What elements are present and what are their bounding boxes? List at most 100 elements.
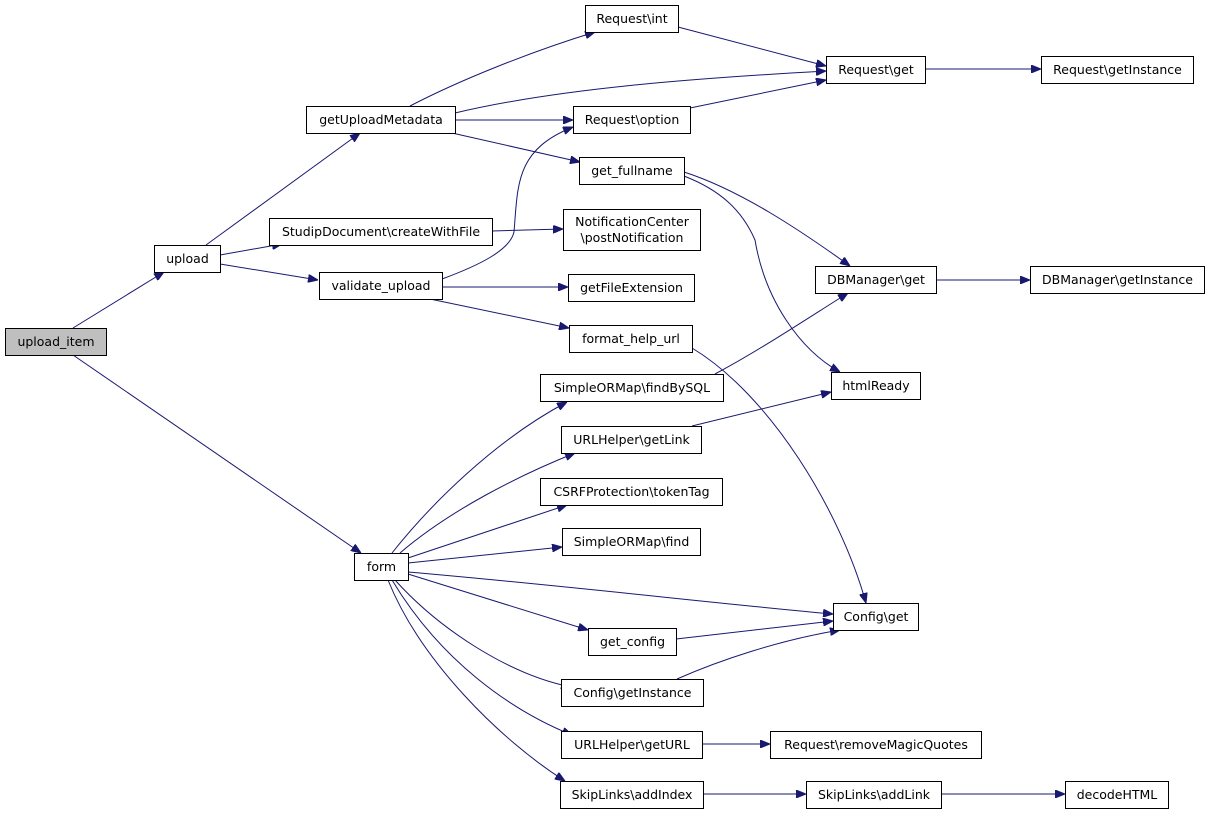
node-sorm-find[interactable]: SimpleORMap\find — [562, 528, 701, 556]
node-box — [560, 781, 704, 809]
node-label: Request\option — [585, 112, 680, 127]
edge-getUploadMetadata-to-get_fullname — [451, 132, 580, 162]
edge-validate_upload-to-request_option — [441, 127, 573, 280]
node-box — [588, 628, 677, 656]
edge-path — [689, 80, 826, 109]
edge-path — [407, 505, 567, 559]
edge-findBySQL-to-dbmanager_get — [714, 293, 848, 375]
node-label: \postNotification — [581, 230, 684, 245]
node-label: get_fullname — [591, 163, 673, 178]
edge-getLink-to-htmlReady — [691, 392, 831, 427]
edge-form-to-config_getInstance — [394, 579, 571, 687]
edge-path — [451, 132, 580, 162]
node-tokentag[interactable]: CSRFProtection\tokenTag — [540, 478, 723, 506]
edge-path — [714, 293, 848, 375]
edge-path — [205, 133, 360, 246]
edge-form-to-findBySQL — [391, 402, 567, 554]
node-box — [154, 245, 221, 273]
node-request-option[interactable]: Request\option — [573, 106, 691, 134]
node-dbmanager-get[interactable]: DBManager\get — [815, 266, 937, 294]
node-get-config[interactable]: get_config — [588, 628, 677, 656]
node-box — [579, 157, 685, 185]
edge-form-to-get_config — [407, 573, 588, 630]
node-htmlready[interactable]: htmlReady — [831, 372, 921, 400]
node-label: upload — [166, 251, 209, 266]
node-label: URLHelper\getURL — [574, 737, 690, 752]
node-box — [563, 209, 701, 251]
edge-path — [407, 571, 833, 614]
node-decodehtml[interactable]: decodeHTML — [1065, 781, 1169, 809]
edge-form-to-getURL — [391, 579, 572, 735]
edge-form-to-getLink — [399, 453, 575, 554]
node-label: SkipLinks\addLink — [818, 787, 931, 802]
node-label: upload_item — [17, 334, 94, 349]
node-label: getFileExtension — [580, 280, 683, 295]
edge-path — [683, 171, 850, 266]
node-box — [562, 528, 701, 556]
edge-path — [454, 71, 826, 114]
node-label: DBManager\get — [827, 272, 925, 287]
node-label: DBManager\getInstance — [1042, 272, 1193, 287]
node-addlink[interactable]: SkipLinks\addLink — [806, 781, 942, 809]
node-getfileextension[interactable]: getFileExtension — [568, 274, 695, 302]
node-getlink[interactable]: URLHelper\getLink — [561, 426, 702, 454]
node-box — [585, 5, 679, 33]
node-label: StudipDocument\createWithFile — [282, 224, 480, 239]
node-config-get[interactable]: Config\get — [833, 603, 919, 631]
node-box — [831, 372, 921, 400]
node-request-get[interactable]: Request\get — [826, 56, 926, 84]
node-label: CSRFProtection\tokenTag — [553, 484, 709, 499]
node-box — [540, 374, 724, 402]
node-box — [561, 426, 702, 454]
node-box — [770, 731, 982, 759]
node-request-getinstance[interactable]: Request\getInstance — [1041, 56, 1194, 84]
node-label: getUploadMetadata — [319, 112, 443, 127]
node-config-getinstance[interactable]: Config\getInstance — [561, 679, 704, 707]
node-box — [1065, 781, 1169, 809]
node-request-int[interactable]: Request\int — [585, 5, 679, 33]
edge-upload-to-validate_upload — [219, 263, 318, 280]
edge-form-to-sorm_find — [407, 547, 562, 564]
edge-path — [399, 453, 575, 554]
node-box — [561, 731, 703, 759]
edge-request_int-to-request_get — [677, 26, 826, 66]
node-box — [1030, 266, 1205, 294]
node-dbmanager-getinstance[interactable]: DBManager\getInstance — [1030, 266, 1205, 294]
node-removemagicquotes[interactable]: Request\removeMagicQuotes — [770, 731, 982, 759]
node-validate-upload[interactable]: validate_upload — [319, 272, 443, 300]
node-upload-item[interactable]: upload_item — [5, 328, 107, 356]
edge-get_config-to-config_get — [675, 621, 833, 640]
node-label: SimpleORMap\findBySQL — [554, 380, 710, 395]
edge-config_getInstance-to-config_get — [676, 630, 840, 680]
edge-path — [691, 347, 866, 603]
edge-upload_item-to-upload — [72, 272, 164, 329]
node-box — [319, 272, 443, 300]
node-box — [561, 679, 704, 707]
node-getuploadmetadata[interactable]: getUploadMetadata — [306, 106, 456, 134]
node-label: Request\getInstance — [1053, 62, 1182, 77]
edge-form-to-addIndex — [387, 579, 565, 781]
node-box — [806, 781, 942, 809]
edge-form-to-config_get — [407, 571, 833, 614]
node-form[interactable]: form — [354, 553, 409, 581]
node-createwithfile[interactable]: StudipDocument\createWithFile — [269, 218, 493, 246]
node-box — [573, 106, 691, 134]
edge-path — [691, 392, 831, 427]
node-postnotification[interactable]: NotificationCenter\postNotification — [563, 209, 701, 251]
node-upload[interactable]: upload — [154, 245, 221, 273]
edge-upload-to-getUploadMetadata — [205, 133, 360, 246]
edge-path — [407, 573, 588, 630]
node-get-fullname[interactable]: get_fullname — [579, 157, 685, 185]
node-findbysql[interactable]: SimpleORMap\findBySQL — [540, 374, 724, 402]
node-geturl[interactable]: URLHelper\getURL — [561, 731, 703, 759]
edge-path — [394, 579, 571, 687]
node-format-help-url[interactable]: format_help_url — [569, 325, 693, 353]
node-label: format_help_url — [582, 331, 680, 346]
edge-get_fullname-to-dbmanager_get — [683, 171, 850, 266]
edge-path — [676, 630, 840, 680]
edge-path — [72, 272, 164, 329]
node-addindex[interactable]: SkipLinks\addIndex — [560, 781, 704, 809]
node-label: validate_upload — [331, 278, 430, 293]
node-label: decodeHTML — [1077, 787, 1158, 802]
node-label: SkipLinks\addIndex — [572, 787, 693, 802]
